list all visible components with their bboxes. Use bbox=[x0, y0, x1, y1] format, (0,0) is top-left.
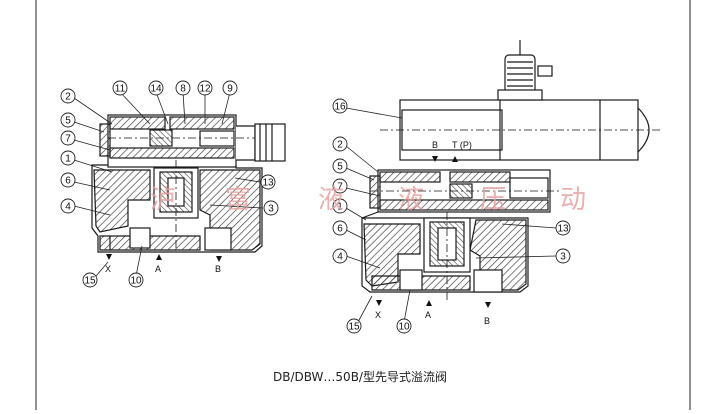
callout-11: 11 bbox=[115, 84, 126, 95]
right-port-b: B bbox=[484, 316, 490, 326]
callout-circle bbox=[60, 88, 76, 104]
right-port-a: A bbox=[425, 310, 431, 320]
right-callout-numbers: 16 2 5 7 1 6 4 13 3 15 10 bbox=[334, 102, 569, 333]
callout-15: 15 bbox=[348, 322, 360, 333]
callout-circle bbox=[60, 198, 76, 214]
right-top-arrows bbox=[432, 156, 458, 162]
callout-16: 16 bbox=[334, 102, 346, 113]
left-valve-section bbox=[91, 114, 286, 253]
right-port-t: T (P) bbox=[452, 140, 472, 150]
right-callouts bbox=[332, 98, 571, 334]
watermark-char: 液 bbox=[398, 185, 424, 215]
callout-circle bbox=[128, 272, 144, 288]
callout-circle bbox=[222, 80, 238, 96]
callout-circle bbox=[112, 80, 128, 96]
callout-circle bbox=[260, 174, 276, 190]
callout-5: 5 bbox=[65, 116, 71, 127]
callout-9: 9 bbox=[227, 84, 233, 95]
callout-5: 5 bbox=[337, 162, 343, 173]
callout-7: 7 bbox=[65, 134, 71, 145]
callout-circle bbox=[332, 158, 348, 174]
callout-circle bbox=[60, 172, 76, 188]
callout-6: 6 bbox=[337, 224, 343, 235]
callout-circle bbox=[396, 318, 412, 334]
callout-circle bbox=[555, 248, 571, 264]
watermark: 泸 富 液 液 压 动 bbox=[150, 185, 586, 215]
callout-circle bbox=[175, 80, 191, 96]
callout-13: 13 bbox=[262, 178, 274, 189]
left-port-a: A bbox=[155, 264, 161, 274]
callout-circle bbox=[60, 150, 76, 166]
callout-circle bbox=[148, 80, 164, 96]
right-port-arrows bbox=[376, 300, 491, 308]
callout-6: 6 bbox=[65, 176, 71, 187]
callout-10: 10 bbox=[130, 276, 142, 287]
left-callouts bbox=[60, 80, 279, 288]
callout-1: 1 bbox=[65, 154, 71, 165]
callout-circle bbox=[332, 136, 348, 152]
callout-10: 10 bbox=[398, 322, 410, 333]
left-callout-numbers: 2 11 14 8 12 9 5 7 1 6 4 13 3 15 10 bbox=[65, 84, 274, 287]
callout-12: 12 bbox=[199, 84, 211, 95]
callout-4: 4 bbox=[65, 202, 71, 213]
callout-circle bbox=[60, 130, 76, 146]
callout-circle bbox=[332, 248, 348, 264]
left-port-x: X bbox=[105, 264, 111, 274]
left-leader-lines bbox=[73, 91, 264, 277]
callout-8: 8 bbox=[180, 84, 186, 95]
callout-3: 3 bbox=[268, 204, 274, 215]
right-leader-lines bbox=[345, 107, 557, 323]
left-port-arrows bbox=[106, 254, 222, 262]
right-port-b-top: B bbox=[432, 140, 438, 150]
callout-2: 2 bbox=[65, 92, 71, 103]
watermark-char: 压 bbox=[480, 185, 506, 215]
callout-circle bbox=[332, 98, 348, 114]
callout-circle bbox=[82, 272, 98, 288]
right-port-x: X bbox=[375, 310, 381, 320]
watermark-char: 泸 bbox=[150, 185, 176, 215]
callout-circle bbox=[346, 318, 362, 334]
callout-7: 7 bbox=[337, 182, 343, 193]
watermark-char: 动 bbox=[560, 185, 586, 215]
callout-13: 13 bbox=[557, 224, 569, 235]
callout-14: 14 bbox=[150, 84, 162, 95]
watermark-char: 富 bbox=[225, 185, 251, 215]
callout-circle bbox=[332, 198, 348, 214]
callout-15: 15 bbox=[84, 276, 96, 287]
right-valve-section bbox=[361, 40, 660, 300]
callout-circle bbox=[332, 220, 348, 236]
callout-4: 4 bbox=[337, 252, 343, 263]
callout-circle bbox=[197, 80, 213, 96]
callout-1: 1 bbox=[337, 202, 343, 213]
callout-circle bbox=[60, 112, 76, 128]
figure-caption: DB/DBW…50B/型先导式溢流阀 bbox=[273, 370, 447, 384]
callout-circle bbox=[263, 200, 279, 216]
watermark-char: 液 bbox=[318, 185, 344, 215]
callout-3: 3 bbox=[560, 252, 566, 263]
callout-circle bbox=[555, 220, 571, 236]
callout-circle bbox=[332, 178, 348, 194]
left-port-b: B bbox=[215, 264, 221, 274]
callout-2: 2 bbox=[337, 140, 343, 151]
